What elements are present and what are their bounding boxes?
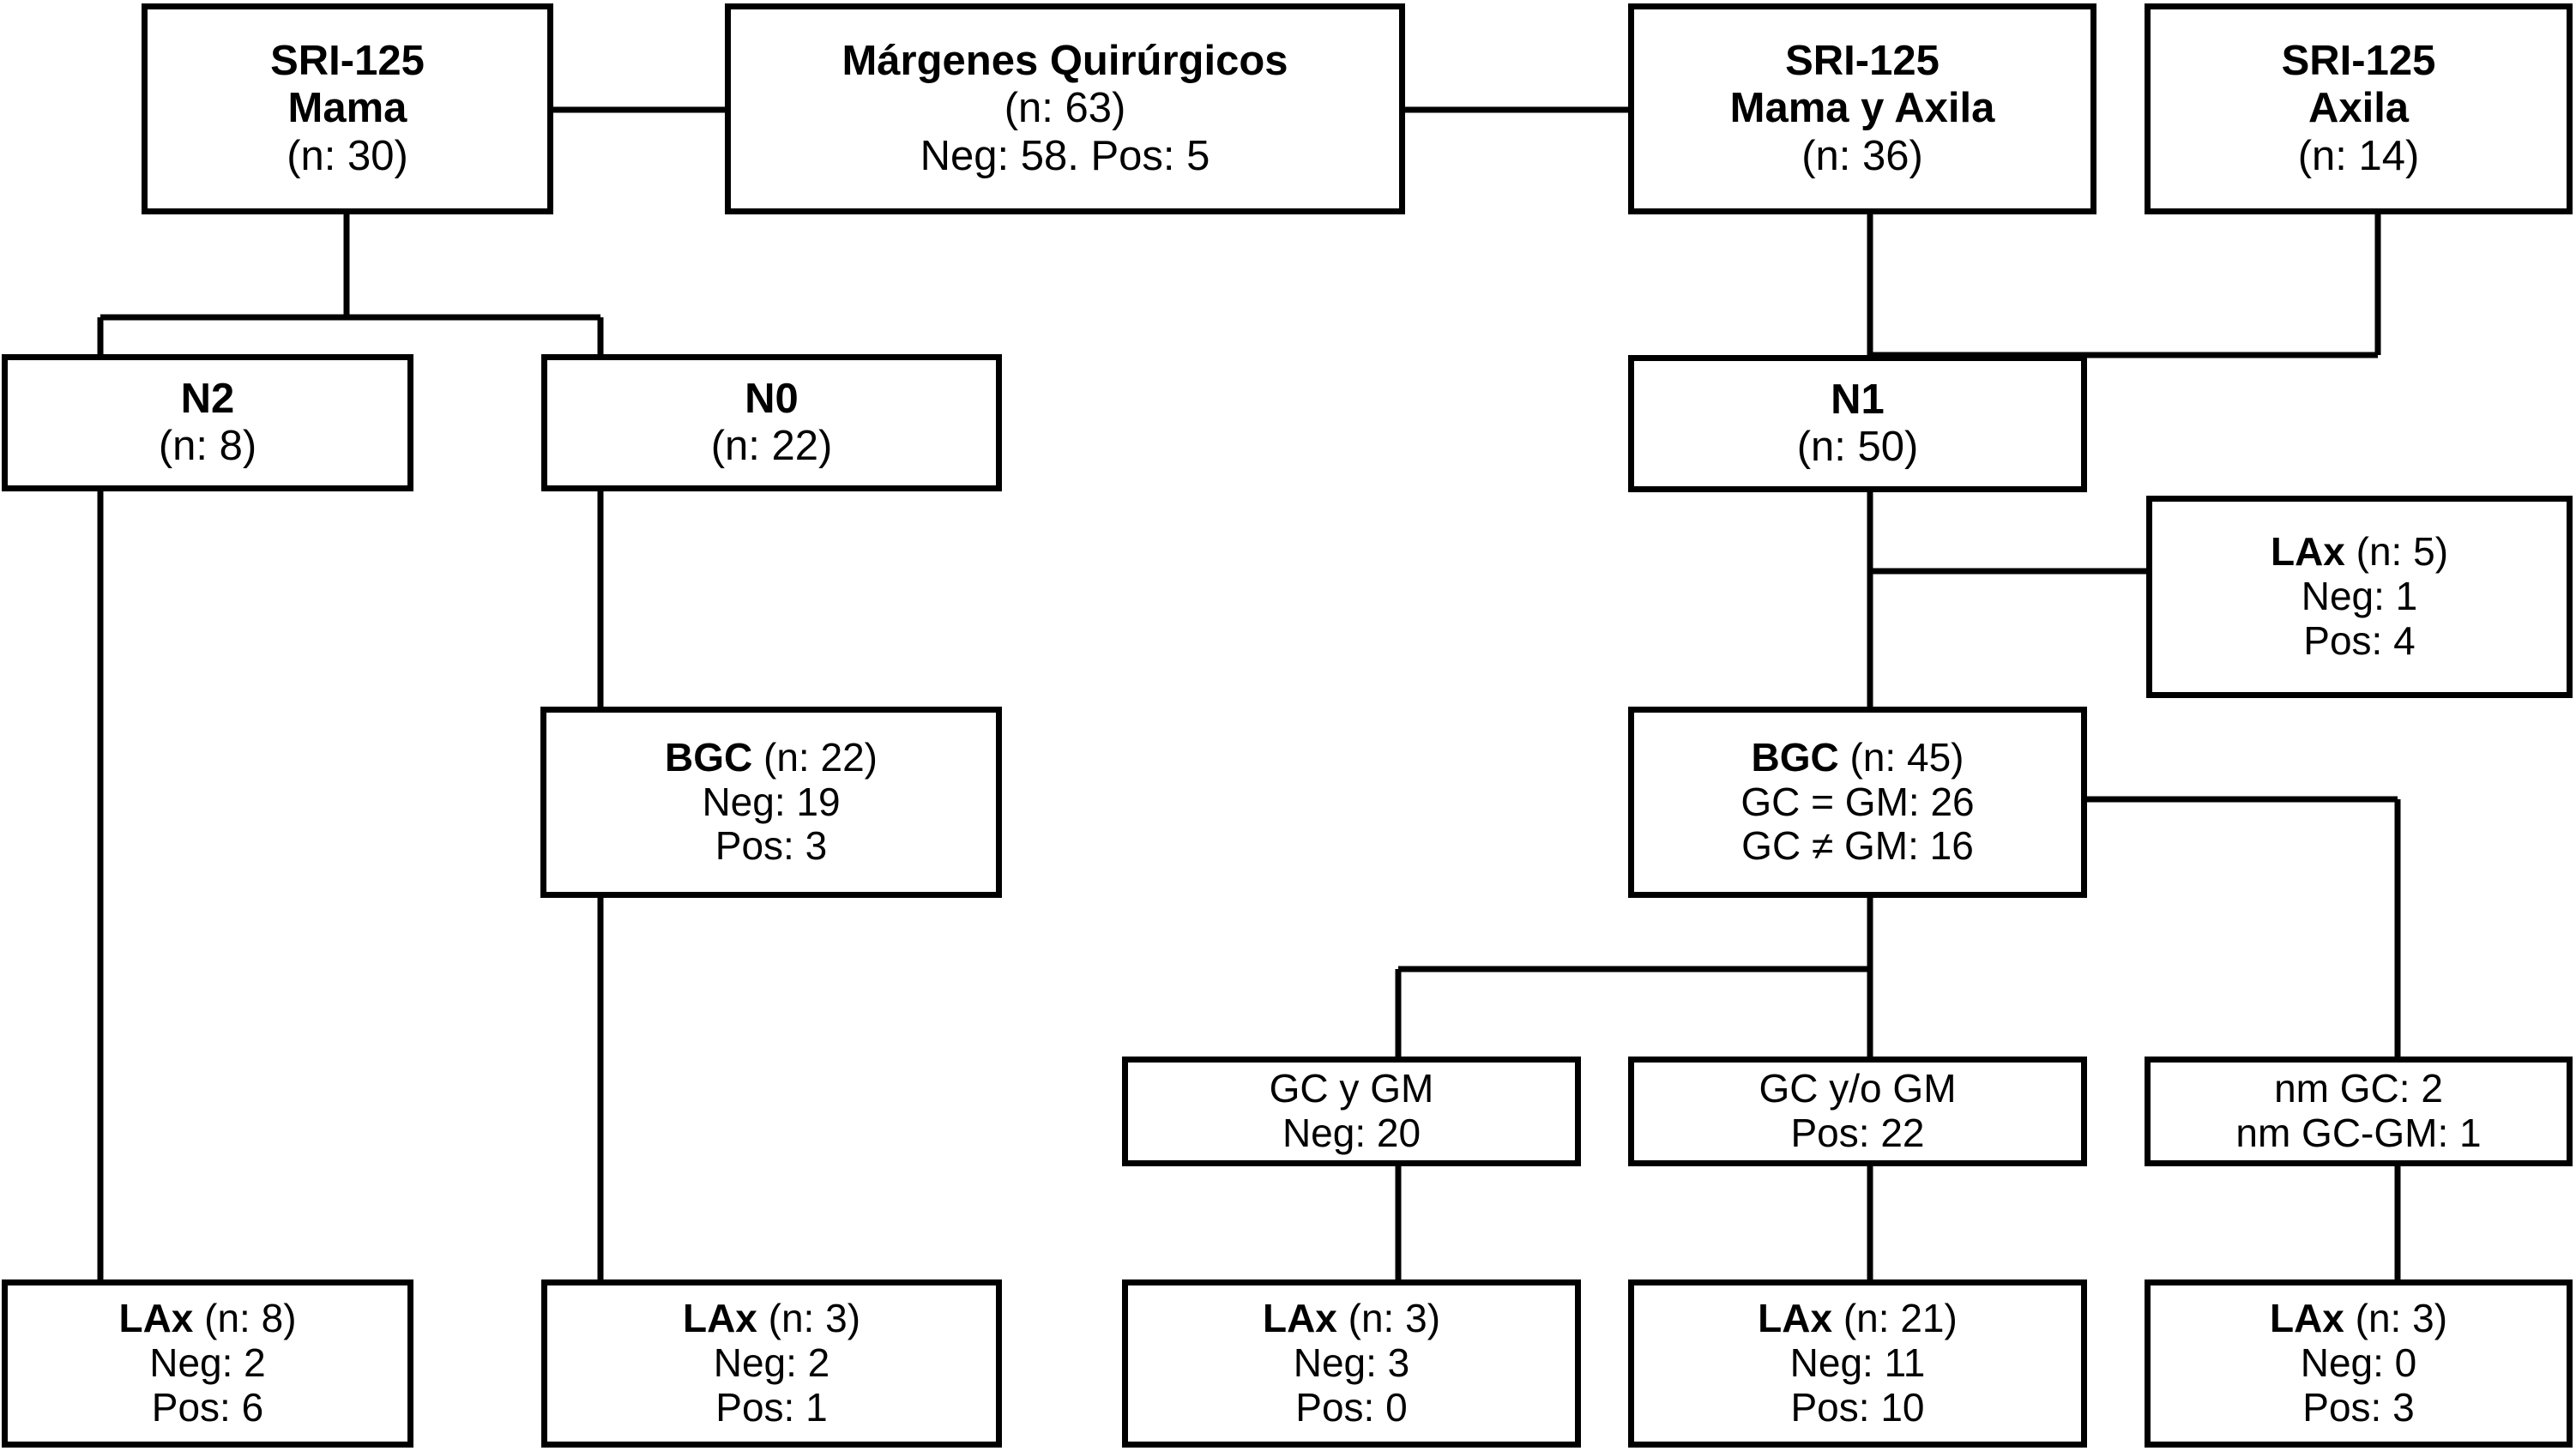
node-sri-125-mama[interactable]: SRI-125 Mama (n: 30) — [142, 3, 553, 214]
lax-nm-gc-label: LAx — [2269, 1296, 2344, 1341]
lax-gc-y-gm-line3: Pos: 0 — [1295, 1384, 1408, 1430]
lax-n1-side-count: (n: 5) — [2344, 529, 2449, 575]
node-lax-n0[interactable]: LAx (n: 3) Neg: 2 Pos: 1 — [541, 1279, 1002, 1448]
sri-mama-line1: SRI-125 — [270, 37, 425, 84]
nm-gc-line1: nm GC: 2 — [2274, 1066, 2443, 1111]
lax-n2-label: LAx — [118, 1296, 194, 1341]
mama-axila-line1: SRI-125 — [1785, 37, 1940, 84]
node-lax-n2[interactable]: LAx (n: 8) Neg: 2 Pos: 6 — [2, 1279, 413, 1448]
lax-n1-side-line2: Neg: 1 — [2301, 574, 2418, 619]
lax-gc-yo-gm-line2: Neg: 11 — [1789, 1340, 1926, 1386]
lax-gc-y-gm-line2: Neg: 3 — [1293, 1340, 1410, 1386]
sri-mama-line3: (n: 30) — [287, 132, 408, 179]
lax-n2-line3: Pos: 6 — [151, 1384, 264, 1430]
node-lax-nm-gc[interactable]: LAx (n: 3) Neg: 0 Pos: 3 — [2145, 1279, 2573, 1448]
lax-n0-line1: LAx (n: 3) — [682, 1296, 861, 1341]
lax-n0-count: (n: 3) — [757, 1296, 861, 1341]
node-bgc-right[interactable]: BGC (n: 45) GC = GM: 26 GC ≠ GM: 16 — [1628, 707, 2087, 898]
lax-nm-gc-line2: Neg: 0 — [2300, 1340, 2417, 1386]
axila-line2: Axila — [2308, 85, 2410, 132]
gc-y-gm-line2: Neg: 20 — [1282, 1111, 1421, 1155]
lax-n0-line3: Pos: 1 — [715, 1384, 828, 1430]
mama-axila-line3: (n: 36) — [1801, 132, 1923, 179]
bgc-right-count: (n: 45) — [1838, 734, 1964, 780]
lax-n2-line1: LAx (n: 8) — [118, 1296, 297, 1341]
lax-gc-y-gm-line1: LAx (n: 3) — [1262, 1296, 1441, 1341]
gc-yo-gm-line2: Pos: 22 — [1790, 1111, 1925, 1155]
lax-gc-yo-gm-label: LAx — [1758, 1296, 1833, 1341]
mama-axila-line2: Mama y Axila — [1729, 85, 1995, 132]
lax-gc-y-gm-label: LAx — [1262, 1296, 1337, 1341]
bgc-left-count: (n: 22) — [752, 734, 878, 780]
lax-nm-gc-line3: Pos: 3 — [2302, 1384, 2415, 1430]
n0-line1: N0 — [745, 375, 799, 422]
node-bgc-left[interactable]: BGC (n: 22) Neg: 19 Pos: 3 — [540, 707, 1002, 898]
lax-n0-line2: Neg: 2 — [713, 1340, 830, 1386]
lax-gc-yo-gm-line3: Pos: 10 — [1790, 1384, 1925, 1430]
margenes-line3: Neg: 58. Pos: 5 — [920, 132, 1210, 179]
gc-y-gm-line1: GC y GM — [1269, 1066, 1434, 1111]
node-gc-yo-gm[interactable]: GC y/o GM Pos: 22 — [1628, 1057, 2087, 1166]
lax-gc-yo-gm-line1: LAx (n: 21) — [1758, 1296, 1958, 1341]
node-lax-gc-y-gm[interactable]: LAx (n: 3) Neg: 3 Pos: 0 — [1122, 1279, 1581, 1448]
axila-line1: SRI-125 — [2281, 37, 2436, 84]
lax-n1-side-line3: Pos: 4 — [2303, 617, 2416, 663]
node-lax-gc-yo-gm[interactable]: LAx (n: 21) Neg: 11 Pos: 10 — [1628, 1279, 2087, 1448]
n1-line1: N1 — [1831, 376, 1885, 423]
bgc-left-label: BGC — [665, 734, 753, 780]
node-sri-125-mama-y-axila[interactable]: SRI-125 Mama y Axila (n: 36) — [1628, 3, 2096, 214]
lax-nm-gc-count: (n: 3) — [2344, 1296, 2448, 1341]
lax-nm-gc-line1: LAx (n: 3) — [2269, 1296, 2448, 1341]
n2-line2: (n: 8) — [158, 423, 257, 469]
lax-n1-side-line1: LAx (n: 5) — [2270, 529, 2449, 575]
n1-line2: (n: 50) — [1796, 424, 1919, 470]
bgc-left-line3: Pos: 3 — [715, 823, 828, 869]
node-n2[interactable]: N2 (n: 8) — [2, 354, 413, 491]
lax-n1-side-label: LAx — [2270, 529, 2345, 575]
node-lax-n1-side[interactable]: LAx (n: 5) Neg: 1 Pos: 4 — [2146, 496, 2573, 698]
lax-gc-yo-gm-count: (n: 21) — [1832, 1296, 1958, 1341]
nm-gc-line2: nm GC-GM: 1 — [2235, 1111, 2482, 1155]
n0-line2: (n: 22) — [710, 423, 833, 469]
node-gc-y-gm[interactable]: GC y GM Neg: 20 — [1122, 1057, 1581, 1166]
lax-n0-label: LAx — [682, 1296, 757, 1341]
bgc-left-line2: Neg: 19 — [702, 779, 841, 824]
margenes-line1: Márgenes Quirúrgicos — [842, 37, 1288, 84]
margenes-line2: (n: 63) — [1004, 85, 1126, 132]
gc-yo-gm-line1: GC y/o GM — [1759, 1066, 1957, 1111]
bgc-right-label: BGC — [1751, 734, 1839, 780]
lax-n2-line2: Neg: 2 — [149, 1340, 266, 1386]
axila-line3: (n: 14) — [2297, 132, 2420, 179]
lax-gc-y-gm-count: (n: 3) — [1336, 1296, 1441, 1341]
node-n1[interactable]: N1 (n: 50) — [1628, 355, 2087, 492]
bgc-right-line2: GC = GM: 26 — [1740, 779, 1975, 824]
node-margenes-quirurgicos[interactable]: Márgenes Quirúrgicos (n: 63) Neg: 58. Po… — [725, 3, 1405, 214]
sri-mama-line2: Mama — [287, 85, 407, 132]
node-nm-gc[interactable]: nm GC: 2 nm GC-GM: 1 — [2145, 1057, 2573, 1166]
bgc-right-line1: BGC (n: 45) — [1751, 734, 1964, 780]
bgc-right-line3: GC ≠ GM: 16 — [1741, 823, 1974, 869]
bgc-left-line1: BGC (n: 22) — [665, 734, 878, 780]
n2-line1: N2 — [180, 375, 235, 422]
lax-n2-count: (n: 8) — [193, 1296, 297, 1341]
node-n0[interactable]: N0 (n: 22) — [541, 354, 1002, 491]
node-sri-125-axila[interactable]: SRI-125 Axila (n: 14) — [2145, 3, 2573, 214]
